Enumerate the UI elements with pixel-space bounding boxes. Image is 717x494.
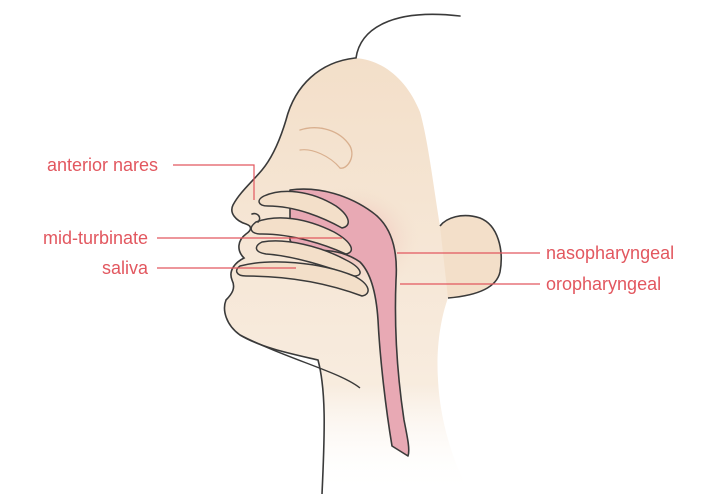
label-oropharyngeal: oropharyngeal [546, 274, 661, 294]
ear [440, 216, 501, 298]
label-anterior-nares: anterior nares [47, 155, 158, 175]
label-saliva: saliva [102, 258, 149, 278]
label-nasopharyngeal: nasopharyngeal [546, 243, 674, 263]
label-mid-turbinate: mid-turbinate [43, 228, 148, 248]
hair-strand [356, 14, 460, 58]
